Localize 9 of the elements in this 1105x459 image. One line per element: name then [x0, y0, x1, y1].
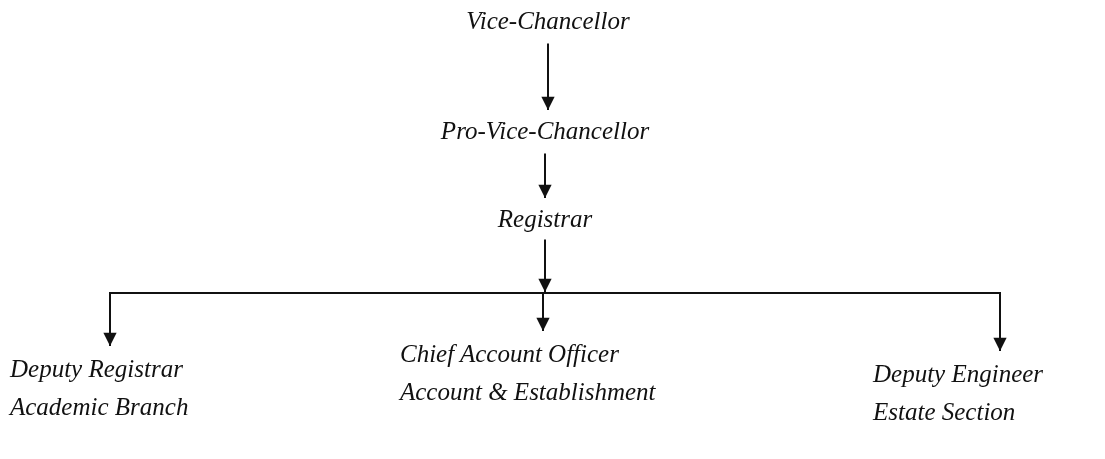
unit-name: Estate Section [873, 396, 1017, 427]
unit-name: Academic Branch [10, 391, 189, 422]
role-title: Vice-Chancellor [466, 6, 630, 36]
role-title: Pro-Vice-Chancellor [440, 116, 650, 146]
role-title: Chief Account Officer [400, 339, 620, 369]
role-title: Registrar [497, 204, 593, 234]
role-title: Deputy Registrar [10, 354, 184, 384]
role-title: Deputy Engineer [873, 359, 1044, 389]
unit-name: Account & Establishment [400, 376, 656, 407]
